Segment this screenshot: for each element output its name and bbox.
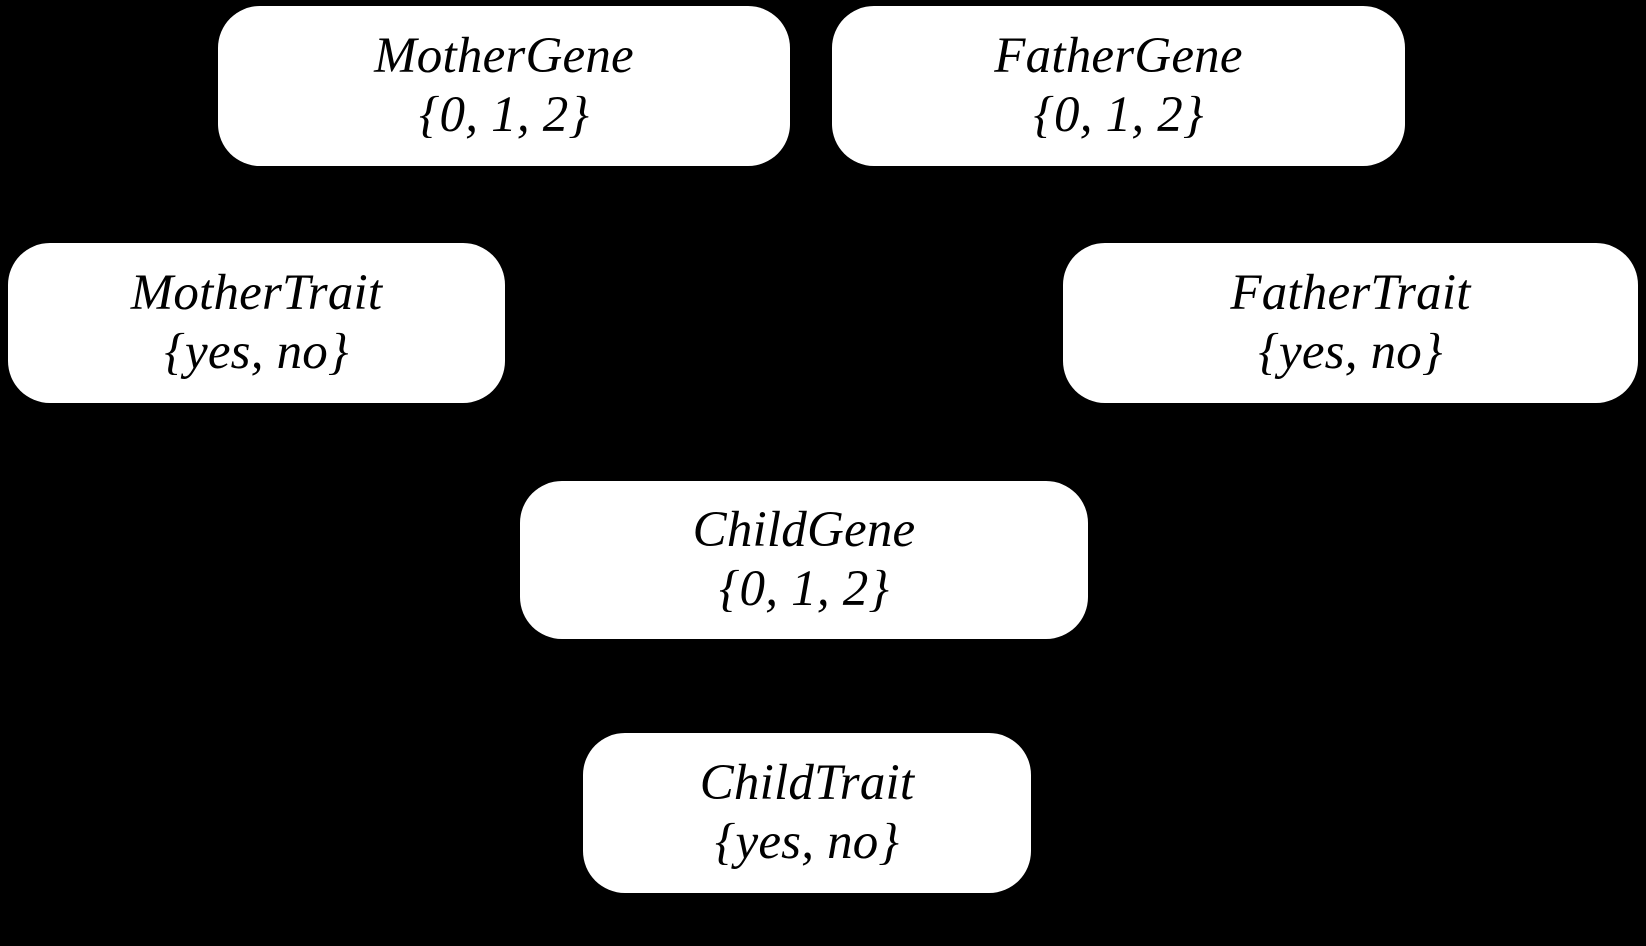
node-father-trait[interactable]: FatherTrait {yes, no} (1063, 243, 1638, 403)
node-child-gene[interactable]: ChildGene {0, 1, 2} (520, 481, 1088, 639)
node-label-domain: {yes, no} (1258, 324, 1443, 380)
node-mother-gene[interactable]: MotherGene {0, 1, 2} (218, 6, 790, 166)
node-label-name: ChildGene (692, 501, 916, 558)
node-mother-trait[interactable]: MotherTrait {yes, no} (8, 243, 505, 403)
node-label-name: MotherGene (374, 27, 634, 84)
node-label-domain: {0, 1, 2} (418, 87, 590, 143)
node-label-domain: {0, 1, 2} (718, 561, 890, 617)
node-label-domain: {0, 1, 2} (1033, 87, 1204, 143)
node-child-trait[interactable]: ChildTrait {yes, no} (583, 733, 1031, 893)
node-label-name: FatherTrait (1230, 264, 1471, 321)
node-label-name: FatherGene (994, 27, 1243, 84)
node-label-domain: {yes, no} (164, 324, 349, 380)
node-label-name: MotherTrait (130, 264, 383, 321)
node-label-domain: {yes, no} (714, 814, 900, 870)
node-father-gene[interactable]: FatherGene {0, 1, 2} (832, 6, 1405, 166)
node-label-name: ChildTrait (699, 754, 915, 811)
